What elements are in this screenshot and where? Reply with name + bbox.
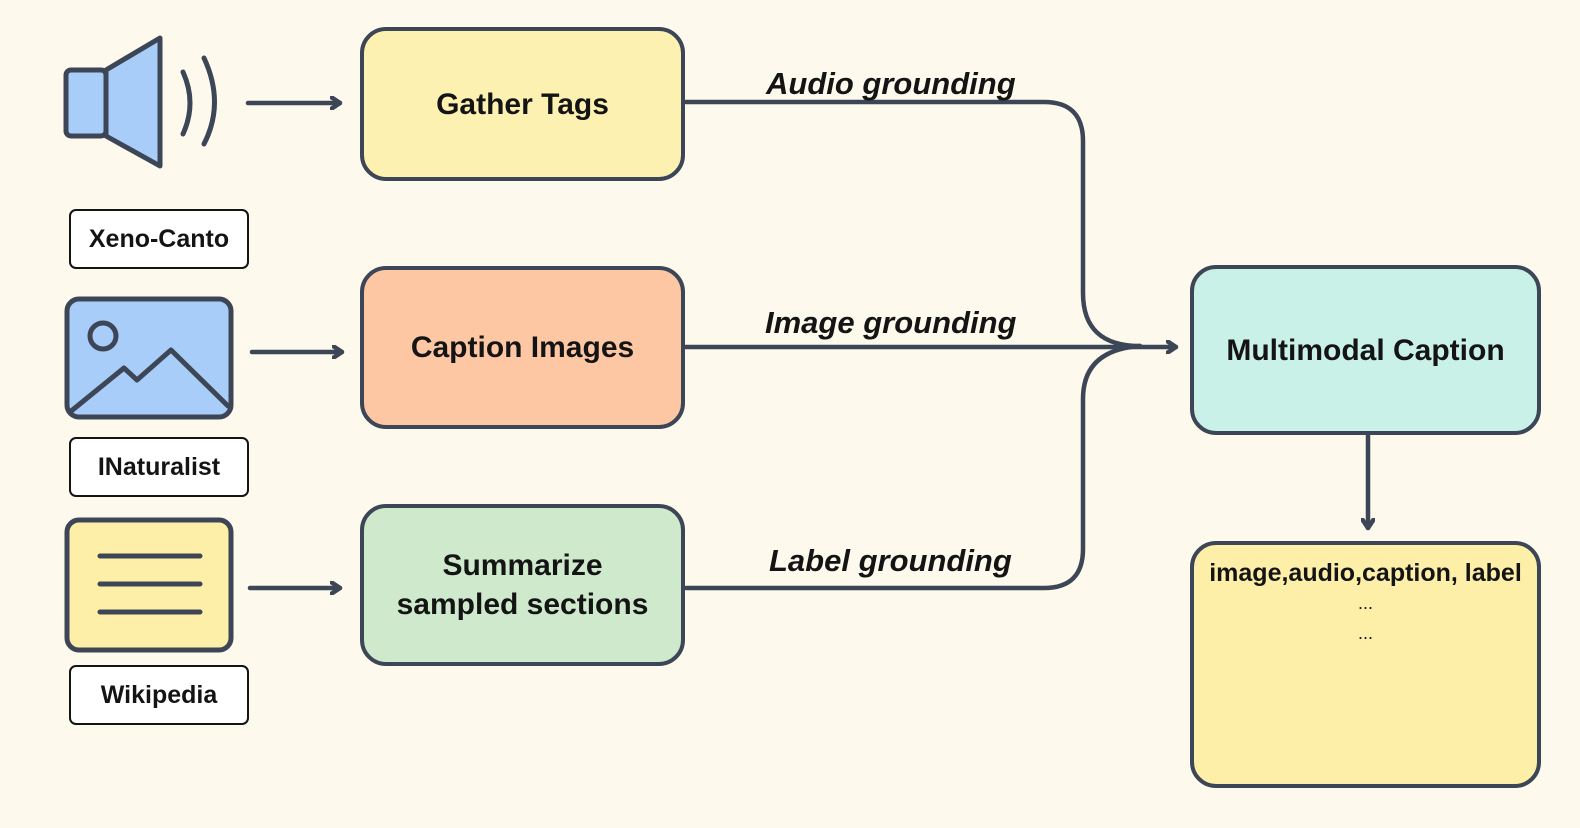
step-summarize-label-line2: sampled sections bbox=[396, 588, 649, 621]
output-row: ... bbox=[1357, 593, 1373, 613]
step-caption-images-label: Caption Images bbox=[410, 331, 635, 364]
step-caption-images: Caption Images bbox=[360, 266, 685, 429]
step-summarize-sections: Summarize sampled sections bbox=[360, 504, 685, 666]
document-icon bbox=[64, 517, 234, 653]
source-label-wikipedia: Wikipedia bbox=[69, 665, 249, 725]
multimodal-caption-box: Multimodal Caption bbox=[1190, 265, 1541, 435]
edge-label-audio-grounding: Audio grounding bbox=[766, 66, 1016, 101]
output-dataset-box: image,audio,caption, label ... ... bbox=[1190, 541, 1541, 788]
step-gather-tags: Gather Tags bbox=[360, 27, 685, 181]
source-label-xeno-canto: Xeno-Canto bbox=[69, 209, 249, 269]
connector-label-grounding bbox=[683, 343, 1143, 591]
connector-audio-grounding bbox=[683, 99, 1143, 349]
output-header: image,audio,caption, label bbox=[1209, 559, 1522, 587]
step-gather-tags-label: Gather Tags bbox=[436, 87, 609, 121]
edge-label-image-grounding: Image grounding bbox=[765, 305, 1017, 340]
multimodal-caption-label: Multimodal Caption bbox=[1226, 333, 1505, 367]
step-summarize-label-line1: Summarize bbox=[442, 549, 603, 582]
speaker-icon bbox=[63, 35, 217, 169]
edge-label-label-grounding: Label grounding bbox=[769, 543, 1012, 578]
source-label-inaturalist: INaturalist bbox=[69, 437, 249, 497]
output-row: ... bbox=[1357, 623, 1373, 643]
image-icon bbox=[64, 296, 234, 420]
